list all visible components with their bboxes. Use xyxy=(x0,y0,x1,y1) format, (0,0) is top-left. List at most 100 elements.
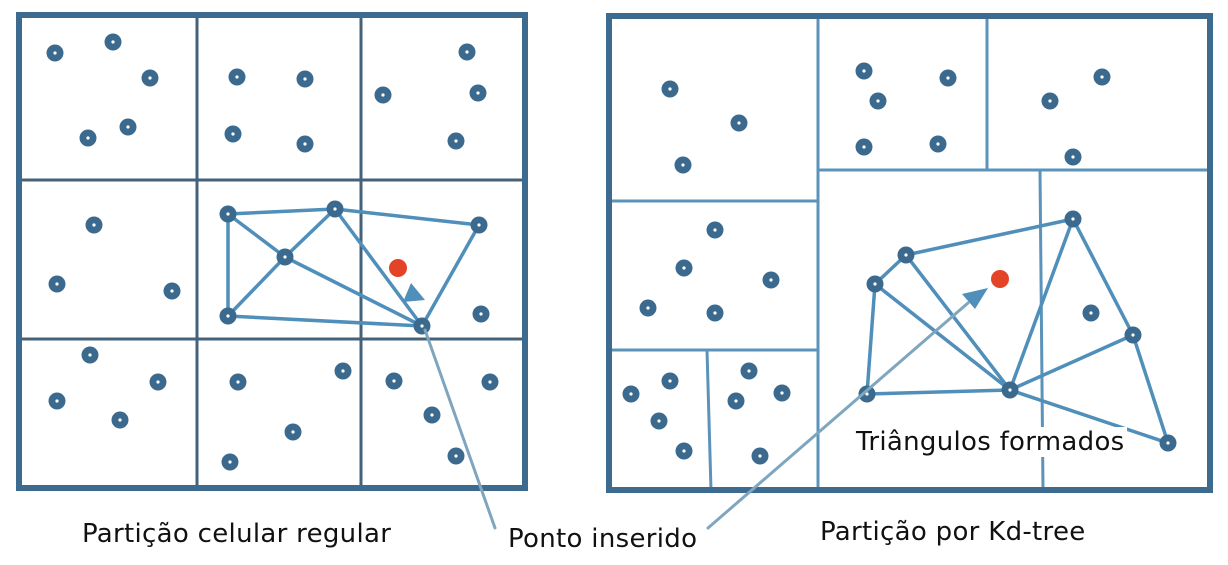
point xyxy=(727,392,745,410)
triangle-edge xyxy=(873,282,1012,392)
point xyxy=(675,442,693,460)
point xyxy=(229,373,247,391)
inserted-point-right xyxy=(991,270,1009,288)
point xyxy=(866,275,884,293)
point xyxy=(1064,148,1082,166)
triangle-edge xyxy=(904,253,1012,392)
triangle-edge xyxy=(283,255,424,328)
point-center xyxy=(758,454,762,458)
point xyxy=(639,299,657,317)
point-center xyxy=(55,282,59,286)
point-center xyxy=(646,306,650,310)
point-center xyxy=(682,266,686,270)
point-center xyxy=(747,369,751,373)
point xyxy=(104,33,122,51)
pointer-line-left xyxy=(423,328,497,530)
point xyxy=(730,114,748,132)
point-center xyxy=(862,145,866,149)
regular-grid-frame xyxy=(16,12,528,491)
triangle-edge xyxy=(283,207,337,259)
point-center xyxy=(668,87,672,91)
point xyxy=(751,447,769,465)
point-center xyxy=(118,418,122,422)
point-center xyxy=(454,139,458,143)
point-center xyxy=(92,223,96,227)
point xyxy=(1159,434,1177,452)
point xyxy=(897,246,915,264)
point xyxy=(385,372,403,390)
pointer-arrow-right xyxy=(962,288,988,309)
point-center xyxy=(430,413,434,417)
point xyxy=(276,248,294,266)
point-center xyxy=(341,369,345,373)
point-center xyxy=(780,391,784,395)
pointer-arrow-left xyxy=(403,283,425,302)
point-center xyxy=(477,223,481,227)
point-center xyxy=(86,136,90,140)
point xyxy=(221,453,239,471)
regular-partition-caption: Partição celular regular xyxy=(82,519,392,549)
point-center xyxy=(1089,311,1093,315)
point-center xyxy=(657,419,661,423)
point-center xyxy=(936,142,940,146)
point xyxy=(929,135,947,153)
point-center xyxy=(381,93,385,97)
point-center xyxy=(156,380,160,384)
point xyxy=(224,125,242,143)
point xyxy=(675,259,693,277)
point xyxy=(334,362,352,380)
point-center xyxy=(454,454,458,458)
point-center xyxy=(465,50,469,54)
point xyxy=(674,156,692,174)
point-center xyxy=(420,324,424,328)
point-center xyxy=(235,75,239,79)
point-center xyxy=(769,278,773,282)
point-center xyxy=(111,40,115,44)
point xyxy=(423,406,441,424)
point-center xyxy=(713,228,717,232)
point-center xyxy=(53,51,57,55)
point xyxy=(48,392,66,410)
point xyxy=(650,412,668,430)
point-center xyxy=(55,399,59,403)
point-center xyxy=(488,380,492,384)
point xyxy=(219,205,237,223)
point xyxy=(740,362,758,380)
triangle-edge xyxy=(333,207,424,328)
point-center xyxy=(1008,388,1012,392)
point-center xyxy=(682,449,686,453)
point xyxy=(413,317,431,335)
triangle-edge xyxy=(226,314,424,328)
point-center xyxy=(873,282,877,286)
triangle-edge xyxy=(226,255,287,318)
point xyxy=(470,216,488,234)
point-center xyxy=(228,460,232,464)
point-center xyxy=(904,253,908,257)
point xyxy=(858,385,876,403)
kd-tree-panel xyxy=(606,13,1213,493)
point xyxy=(481,373,499,391)
point xyxy=(1064,210,1082,228)
point xyxy=(1001,381,1019,399)
point xyxy=(48,275,66,293)
point-center xyxy=(226,314,230,318)
point-center xyxy=(303,142,307,146)
point-center xyxy=(231,132,235,136)
point-center xyxy=(479,312,483,316)
point-center xyxy=(88,353,92,357)
inserted-point-left xyxy=(389,259,407,277)
triangle-edge xyxy=(226,207,337,216)
point-center xyxy=(333,207,337,211)
point xyxy=(85,216,103,234)
point xyxy=(296,70,314,88)
point xyxy=(472,305,490,323)
point xyxy=(326,200,344,218)
point xyxy=(469,84,487,102)
point xyxy=(661,80,679,98)
point xyxy=(1082,304,1100,322)
point-center xyxy=(734,399,738,403)
point-center xyxy=(713,311,717,315)
triangle-edge xyxy=(865,388,1012,396)
point xyxy=(219,307,237,325)
point-center xyxy=(876,99,880,103)
